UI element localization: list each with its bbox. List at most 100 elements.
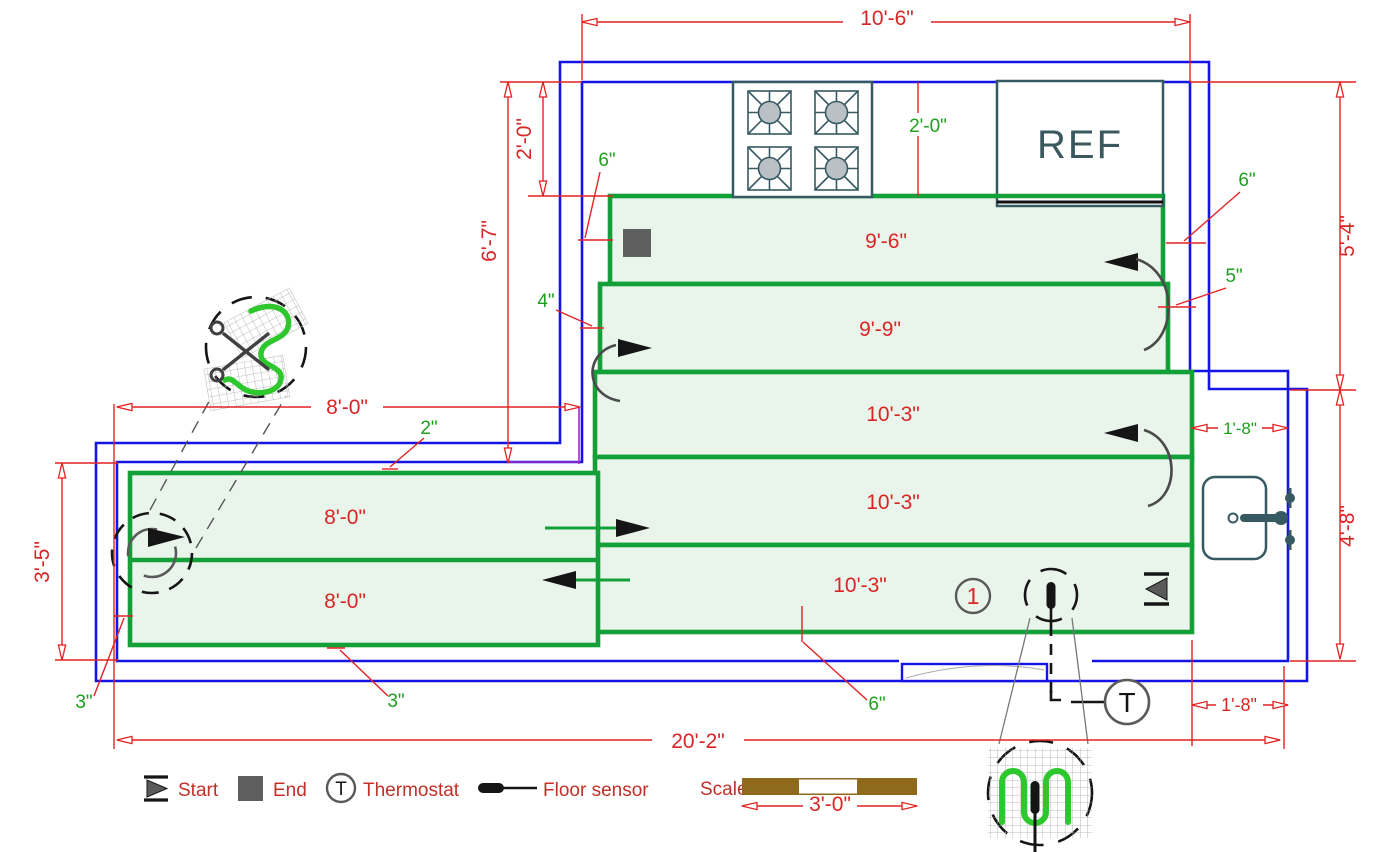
cable-turn-arc — [1135, 257, 1170, 352]
plan-markers: 1 T — [623, 229, 1169, 726]
door — [899, 657, 1092, 683]
mat-run-labels: 9'-6" 9'-9" 10'-3" 10'-3" 10'-3" 8'-0" 8… — [324, 230, 920, 613]
dim-counter-depth: 2'-0" — [513, 118, 536, 160]
dim-overall-width: 20'-2" — [671, 730, 725, 753]
dim-alcove-lower: 1'-8" — [1221, 695, 1257, 715]
dim-wing-height: 3'-5" — [31, 541, 54, 583]
sensor-probe-icon — [1046, 582, 1056, 609]
thermostat-marker: T — [1103, 678, 1151, 726]
dim-counter-gap: 2'-0" — [909, 116, 947, 137]
dimensions: 10'-6" 2'-0" 6'-7" 5'-4" 4'-8" 3'-5" 8'-… — [31, 6, 1359, 753]
circuit-number: 1 — [967, 583, 980, 609]
legend-thermostat-label: Thermostat — [363, 780, 460, 801]
stove — [731, 80, 874, 199]
mat-label: 10'-3" — [833, 574, 887, 597]
refrigerator: REF — [995, 79, 1165, 208]
stove-outline — [731, 80, 874, 199]
burner-icon — [747, 146, 792, 191]
dim-right-lower: 4'-8" — [1336, 505, 1359, 547]
offset-wing-left: 3" — [75, 692, 92, 713]
start-marker-icon — [1144, 572, 1169, 606]
room-walls — [94, 60, 1309, 683]
direction-arrow-icon — [616, 519, 650, 537]
legend-thermostat-icon: T — [325, 772, 357, 804]
refrigerator-outline — [995, 79, 1165, 208]
detail-leader — [998, 617, 1031, 745]
burner-icon — [814, 146, 859, 191]
thermostat-symbol: T — [1118, 687, 1135, 718]
offset-wing-top: 2" — [420, 418, 437, 439]
sink — [1201, 475, 1295, 561]
circuit-number-badge: 1 — [954, 577, 992, 615]
direction-arrow-icon — [1104, 424, 1138, 442]
sink-drain — [1227, 512, 1239, 524]
offset-row1-right: 6" — [1238, 170, 1255, 191]
detail-leader — [195, 395, 287, 549]
direction-arrow-icon — [1104, 253, 1138, 271]
mat-label: 8'-0" — [324, 506, 366, 529]
appliances: REF — [731, 79, 1295, 561]
cable-routing — [110, 253, 1173, 595]
faucet-knob-hot — [1285, 493, 1295, 503]
door-swing-arc — [905, 665, 1045, 679]
dim-right-upper: 5'-4" — [1336, 215, 1359, 257]
dim-top-width: 10'-6" — [860, 7, 914, 30]
legend: Start End T Thermostat Floor sensor — [144, 772, 649, 804]
mat-label: 8'-0" — [324, 590, 366, 613]
offset-labels: 6" 6" 5" 4" 2" 3" 3" 6" — [75, 150, 1255, 715]
dim-wing-width: 8'-0" — [326, 396, 368, 419]
scale-bar: Scale 3'-0" — [700, 778, 918, 816]
detail-leader — [1071, 617, 1089, 745]
mat-label: 9'-9" — [859, 318, 901, 341]
sensor-wire-corner — [1049, 690, 1061, 702]
scale-label: Scale — [700, 779, 748, 800]
mat-row-4 — [592, 454, 1195, 548]
stove-burners — [747, 90, 859, 191]
legend-end-label: End — [273, 780, 307, 801]
mat-row-3 — [592, 369, 1195, 460]
wall-inner — [115, 80, 1290, 663]
door-leaf — [900, 662, 1049, 683]
burner-icon — [747, 90, 792, 135]
direction-arrow-icon — [148, 528, 185, 547]
heating-mats — [127, 193, 1195, 648]
door-wall-gap — [899, 657, 1092, 665]
legend-start-icon — [144, 775, 169, 802]
scale-length: 3'-0" — [809, 793, 851, 816]
offset-kitchen-bottom: 6" — [868, 694, 885, 715]
wall-outer — [94, 60, 1309, 683]
heating-cable — [222, 303, 292, 396]
legend-floor-sensor-icon — [478, 783, 537, 793]
legend-end-icon — [238, 776, 263, 801]
legend-start-label: Start — [178, 780, 219, 801]
end-marker-icon — [623, 229, 651, 257]
offset-row2-right: 5" — [1225, 266, 1242, 287]
offset-wing-bottom: 3" — [387, 691, 404, 712]
dim-kitchen-height: 6'-7" — [478, 220, 501, 262]
dim-alcove-upper: 1'-8" — [1223, 419, 1257, 438]
faucet-base — [1274, 511, 1288, 525]
direction-arrow-icon — [542, 571, 576, 589]
mat-turn-marker — [110, 511, 194, 595]
cut-mat-detail — [149, 287, 309, 549]
mat-label: 9'-6" — [865, 230, 907, 253]
refrigerator-label: REF — [1037, 123, 1123, 167]
scissors-icon — [209, 320, 270, 383]
faucet-knob-cold — [1285, 535, 1295, 545]
turn-dashed-circle — [110, 511, 194, 595]
legend-thermostat-symbol: T — [335, 779, 347, 800]
cable-turn-arc — [1143, 428, 1173, 508]
cable-turn-arc — [591, 343, 621, 403]
faucet-spout — [1240, 514, 1284, 522]
mat-label: 10'-3" — [866, 491, 920, 514]
mat-row-1 — [607, 193, 1166, 287]
sensor-placement-detail — [986, 617, 1094, 852]
scale-bar-blank — [799, 779, 857, 794]
legend-floor-sensor-label: Floor sensor — [543, 780, 649, 801]
direction-arrow-icon — [618, 339, 652, 357]
sensor-probe-icon — [1030, 781, 1040, 814]
mat-row-5 — [592, 542, 1195, 635]
offset-row1-left: 6" — [598, 150, 615, 171]
